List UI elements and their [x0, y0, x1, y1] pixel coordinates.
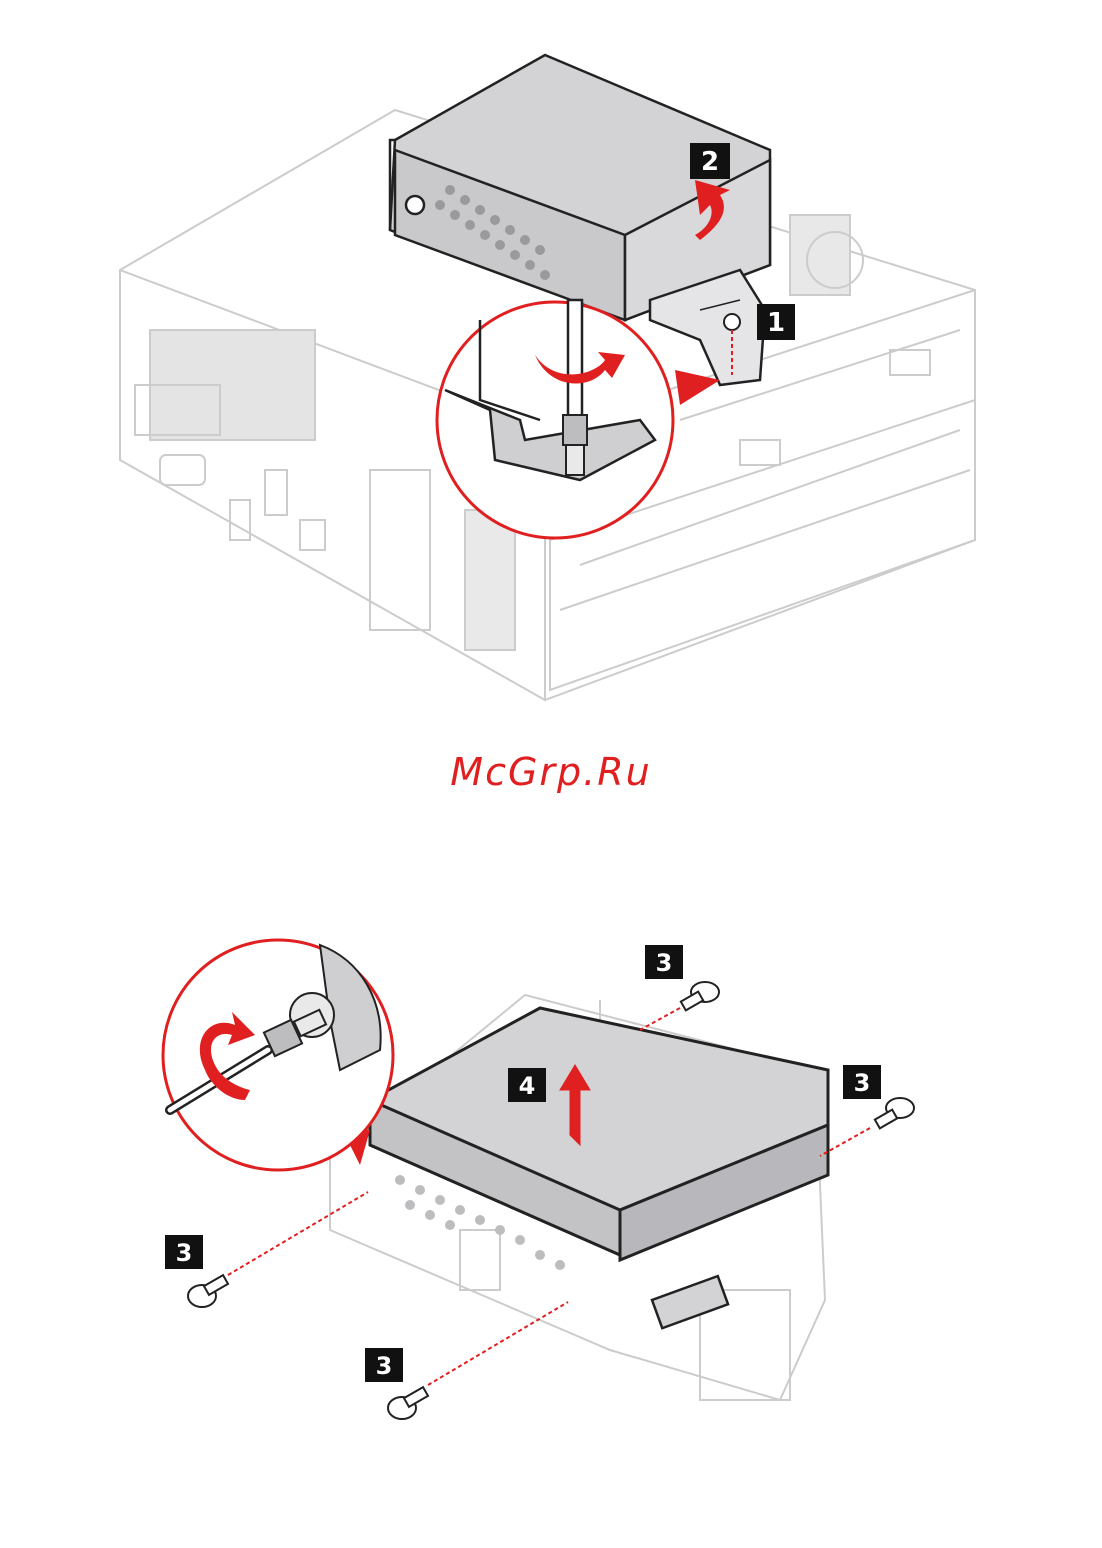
figure-1-illustration: 1 2 [0, 0, 1102, 720]
callout-step-3-right: 3 [843, 1065, 881, 1099]
callout-label: 2 [701, 147, 719, 177]
callout-label: 3 [176, 1239, 193, 1267]
figure-2-illustration: 3 3 3 3 4 [0, 920, 1102, 1440]
screw-right [820, 1098, 914, 1156]
callout-label: 3 [656, 949, 673, 977]
watermark-label: McGrp.Ru [450, 750, 651, 794]
figure-drive-bracket-removal: 1 2 [0, 0, 1102, 720]
callout-label: 1 [767, 308, 785, 338]
screw-top [640, 982, 719, 1030]
figure-drive-removal: 3 3 3 3 4 [0, 920, 1102, 1440]
callout-step-1: 1 [757, 304, 795, 340]
callout-label: 3 [376, 1352, 393, 1380]
watermark-text: McGrp.Ru [0, 750, 1102, 794]
screw-left [188, 1192, 368, 1307]
callout-step-2: 2 [690, 143, 730, 179]
storage-drive [370, 1008, 828, 1328]
callout-label: 4 [519, 1072, 536, 1100]
zoom-detail-unscrew [163, 940, 393, 1170]
callout-step-3-top: 3 [645, 945, 683, 979]
callout-step-4: 4 [508, 1068, 546, 1102]
callout-step-3-bottom: 3 [365, 1348, 403, 1382]
callout-step-3-left: 3 [165, 1235, 203, 1269]
zoom-detail-screw [437, 300, 720, 538]
callout-label: 3 [854, 1069, 871, 1097]
